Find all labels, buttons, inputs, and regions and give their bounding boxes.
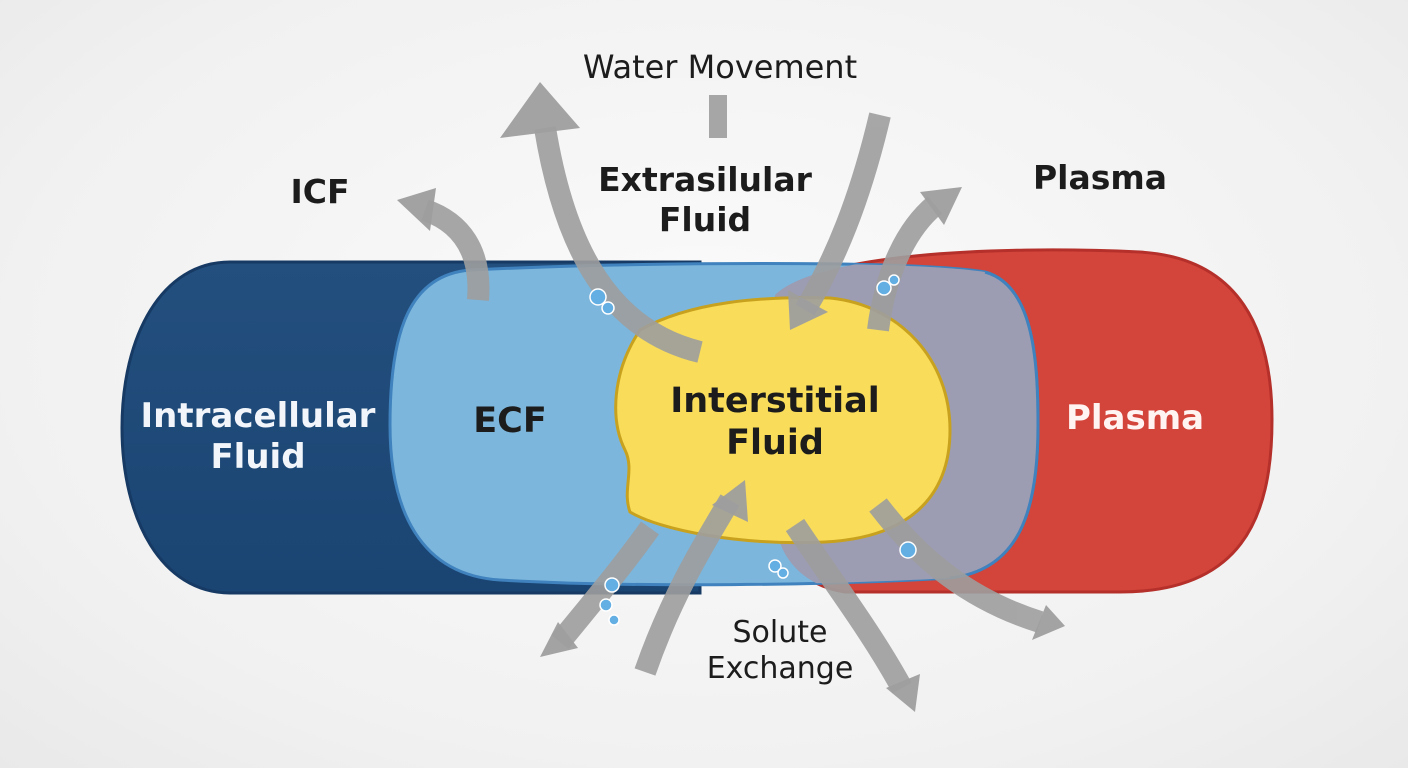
droplet xyxy=(888,274,900,286)
solute-out-arrow xyxy=(785,518,912,694)
extracellular-fluid-label: Extrasilular Fluid xyxy=(560,160,850,239)
arrowheads xyxy=(397,82,1065,712)
solute-exchange-label-text: Solute Exchange xyxy=(706,615,854,686)
inflow-arrowhead xyxy=(788,290,828,330)
droplet xyxy=(777,567,789,579)
intracellular-fluid-label: Intracellular Fluid xyxy=(128,396,388,478)
down-left-arrowhead xyxy=(540,622,578,657)
extracellular-arrowhead xyxy=(500,82,580,138)
interstitial-fluid-label-text: Interstitial Fluid xyxy=(670,381,880,463)
droplet xyxy=(601,301,615,315)
overlap-outline xyxy=(949,270,1040,580)
water-droplets xyxy=(589,274,917,626)
intracellular-fluid-label-text: Intracellular Fluid xyxy=(140,396,376,477)
solute-in-arrowhead xyxy=(712,480,748,522)
droplet xyxy=(899,541,917,559)
icf-arrowhead xyxy=(397,188,436,231)
water-movement-label: Water Movement xyxy=(582,48,858,86)
droplet xyxy=(599,598,613,612)
plasma-top-label: Plasma xyxy=(1032,158,1168,197)
icf-out-arrow xyxy=(421,199,490,301)
extracellular-out-arrow xyxy=(534,126,703,363)
plasma-arrowhead xyxy=(920,187,962,225)
extracellular-fluid-label-text: Extrasilular Fluid xyxy=(598,160,812,239)
water-movement-arrows xyxy=(421,95,1044,694)
inflow-arrow xyxy=(795,112,891,316)
ecf-label: ECF xyxy=(473,401,547,441)
droplet xyxy=(876,280,892,296)
icf-label: ICF xyxy=(290,172,350,211)
plasma-out-arrow xyxy=(867,196,943,332)
droplet xyxy=(589,288,607,306)
solute-out-arrowhead xyxy=(886,674,920,712)
solute-exchange-label: Solute Exchange xyxy=(660,615,900,687)
interstitial-fluid-label: Interstitial Fluid xyxy=(640,380,910,464)
droplet xyxy=(608,614,620,626)
right-arrowhead xyxy=(1032,605,1065,640)
plasma-right-arrow xyxy=(869,498,1044,633)
solute-in-arrow xyxy=(634,494,740,676)
droplet xyxy=(768,559,782,573)
plasma-label: Plasma xyxy=(1065,398,1205,438)
droplet xyxy=(604,577,620,593)
